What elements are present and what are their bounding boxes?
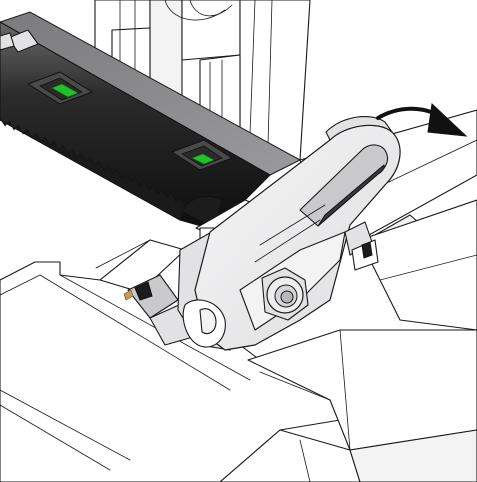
pivot-pin <box>280 290 294 304</box>
arrow-head-icon <box>427 102 468 137</box>
housing <box>0 239 477 482</box>
indicator-green-2 <box>191 153 215 165</box>
indicator-green-1 <box>51 83 79 98</box>
pivot-lever <box>177 116 401 351</box>
toothed-rack <box>0 11 302 231</box>
rotation-arrow <box>376 102 468 137</box>
